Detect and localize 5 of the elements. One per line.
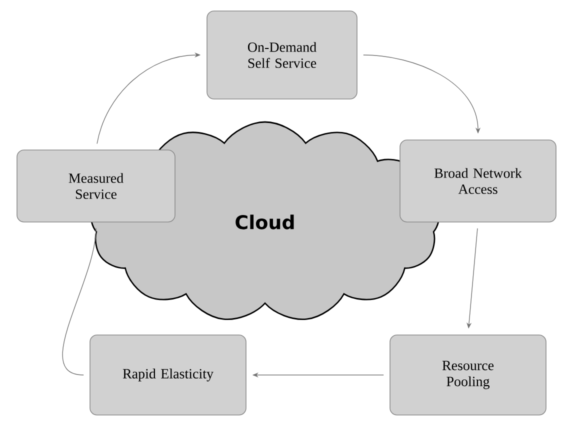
process-box: On-Demand Self Service bbox=[206, 10, 358, 100]
process-box: Resource Pooling bbox=[390, 334, 546, 416]
process-box: Rapid Elasticity bbox=[90, 334, 246, 416]
process-box: Measured Service bbox=[16, 150, 176, 222]
process-box: Broad Network Access bbox=[400, 140, 556, 222]
